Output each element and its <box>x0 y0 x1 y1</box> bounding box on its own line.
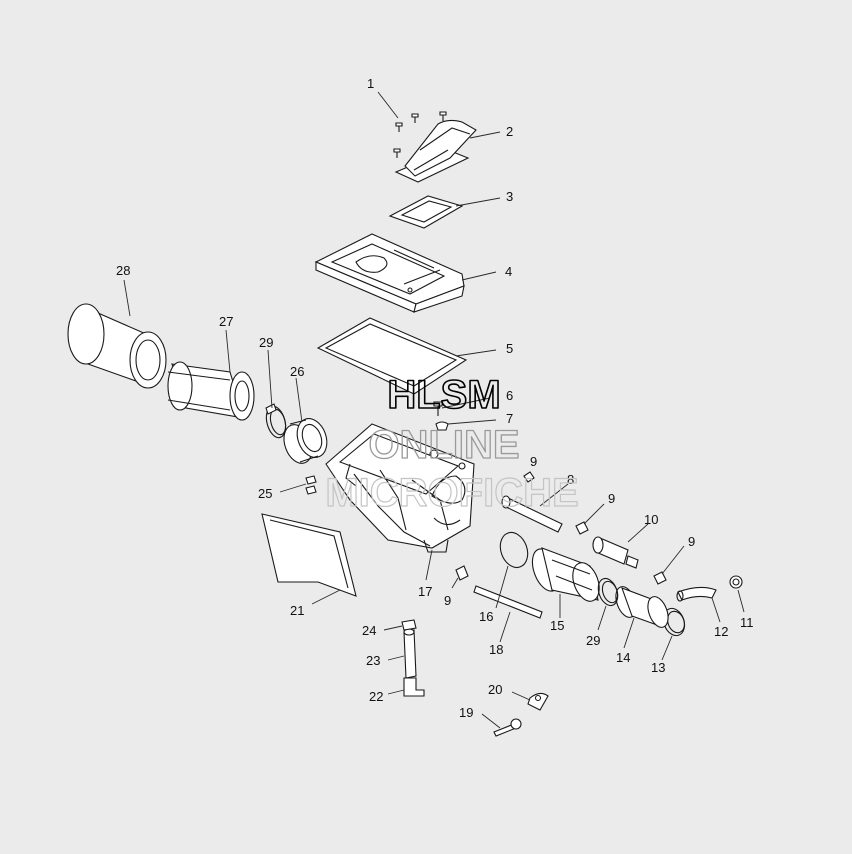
callout-18: 18 <box>489 642 503 657</box>
part-intake-duct <box>394 119 477 183</box>
part-filter-element <box>167 361 255 421</box>
callout-12: 12 <box>714 624 728 639</box>
callout-23: 23 <box>366 653 380 668</box>
part-hose-clamp-mid <box>597 577 619 607</box>
part-drain-hose <box>403 628 417 679</box>
callout-16: 16 <box>479 609 493 624</box>
part-rod <box>473 585 543 619</box>
callout-20: 20 <box>488 682 502 697</box>
callout-9-c: 9 <box>444 593 451 608</box>
watermark-line-1: HLSM <box>387 373 500 417</box>
callout-1: 1 <box>367 76 374 91</box>
callout-29-b: 29 <box>586 633 600 648</box>
part-cap <box>729 575 743 589</box>
callout-24: 24 <box>362 623 376 638</box>
callout-28: 28 <box>116 263 130 278</box>
part-tube <box>501 495 563 533</box>
part-small-bolts <box>305 475 317 495</box>
part-side-panel <box>261 513 357 597</box>
callout-numbers: 1 2 3 4 5 6 7 8 9 9 9 9 10 11 12 13 14 1… <box>116 76 754 720</box>
part-curved-hose <box>676 586 717 602</box>
part-elbow-fitting <box>403 677 425 697</box>
leader-lines <box>123 91 745 729</box>
callout-22: 22 <box>369 689 383 704</box>
callout-14: 14 <box>616 650 630 665</box>
watermark-line-2: ONLINE <box>368 423 519 467</box>
callout-9-d: 9 <box>530 454 537 469</box>
part-airbox-housing <box>325 423 475 553</box>
part-pin <box>493 718 522 737</box>
callout-27: 27 <box>219 314 233 329</box>
callout-29-a: 29 <box>259 335 273 350</box>
part-intake-boot <box>531 547 600 602</box>
callout-6: 6 <box>506 388 513 403</box>
part-o-ring <box>499 531 529 569</box>
callout-5: 5 <box>506 341 513 356</box>
callout-9-a: 9 <box>608 491 615 506</box>
callout-3: 3 <box>506 189 513 204</box>
part-fastener <box>433 401 443 416</box>
part-gasket-small <box>388 195 464 229</box>
part-nuts <box>455 471 667 585</box>
callout-13: 13 <box>651 660 665 675</box>
callout-26: 26 <box>290 364 304 379</box>
callout-25: 25 <box>258 486 272 501</box>
callout-19: 19 <box>459 705 473 720</box>
callout-15: 15 <box>550 618 564 633</box>
part-prefilter-sleeve <box>67 303 167 389</box>
part-clip <box>435 421 449 431</box>
part-airbox-cover <box>314 233 465 313</box>
watermark: HLSM ONLINE MICROFICHE <box>325 372 580 515</box>
callout-21: 21 <box>290 603 304 618</box>
callout-9-b: 9 <box>688 534 695 549</box>
part-adapter-ring <box>283 418 328 464</box>
part-bracket <box>527 692 549 711</box>
part-hose-clip <box>401 619 417 631</box>
callout-4: 4 <box>505 264 512 279</box>
callout-7: 7 <box>506 411 513 426</box>
callout-8: 8 <box>567 472 574 487</box>
callout-10: 10 <box>644 512 658 527</box>
part-gasket-large <box>316 317 468 395</box>
part-screws <box>393 111 447 158</box>
callout-11: 11 <box>740 615 754 630</box>
callout-2: 2 <box>506 124 513 139</box>
part-valve <box>592 536 639 569</box>
watermark-line-3: MICROFICHE <box>325 471 578 515</box>
part-coupler <box>615 586 669 628</box>
callout-17: 17 <box>418 584 432 599</box>
